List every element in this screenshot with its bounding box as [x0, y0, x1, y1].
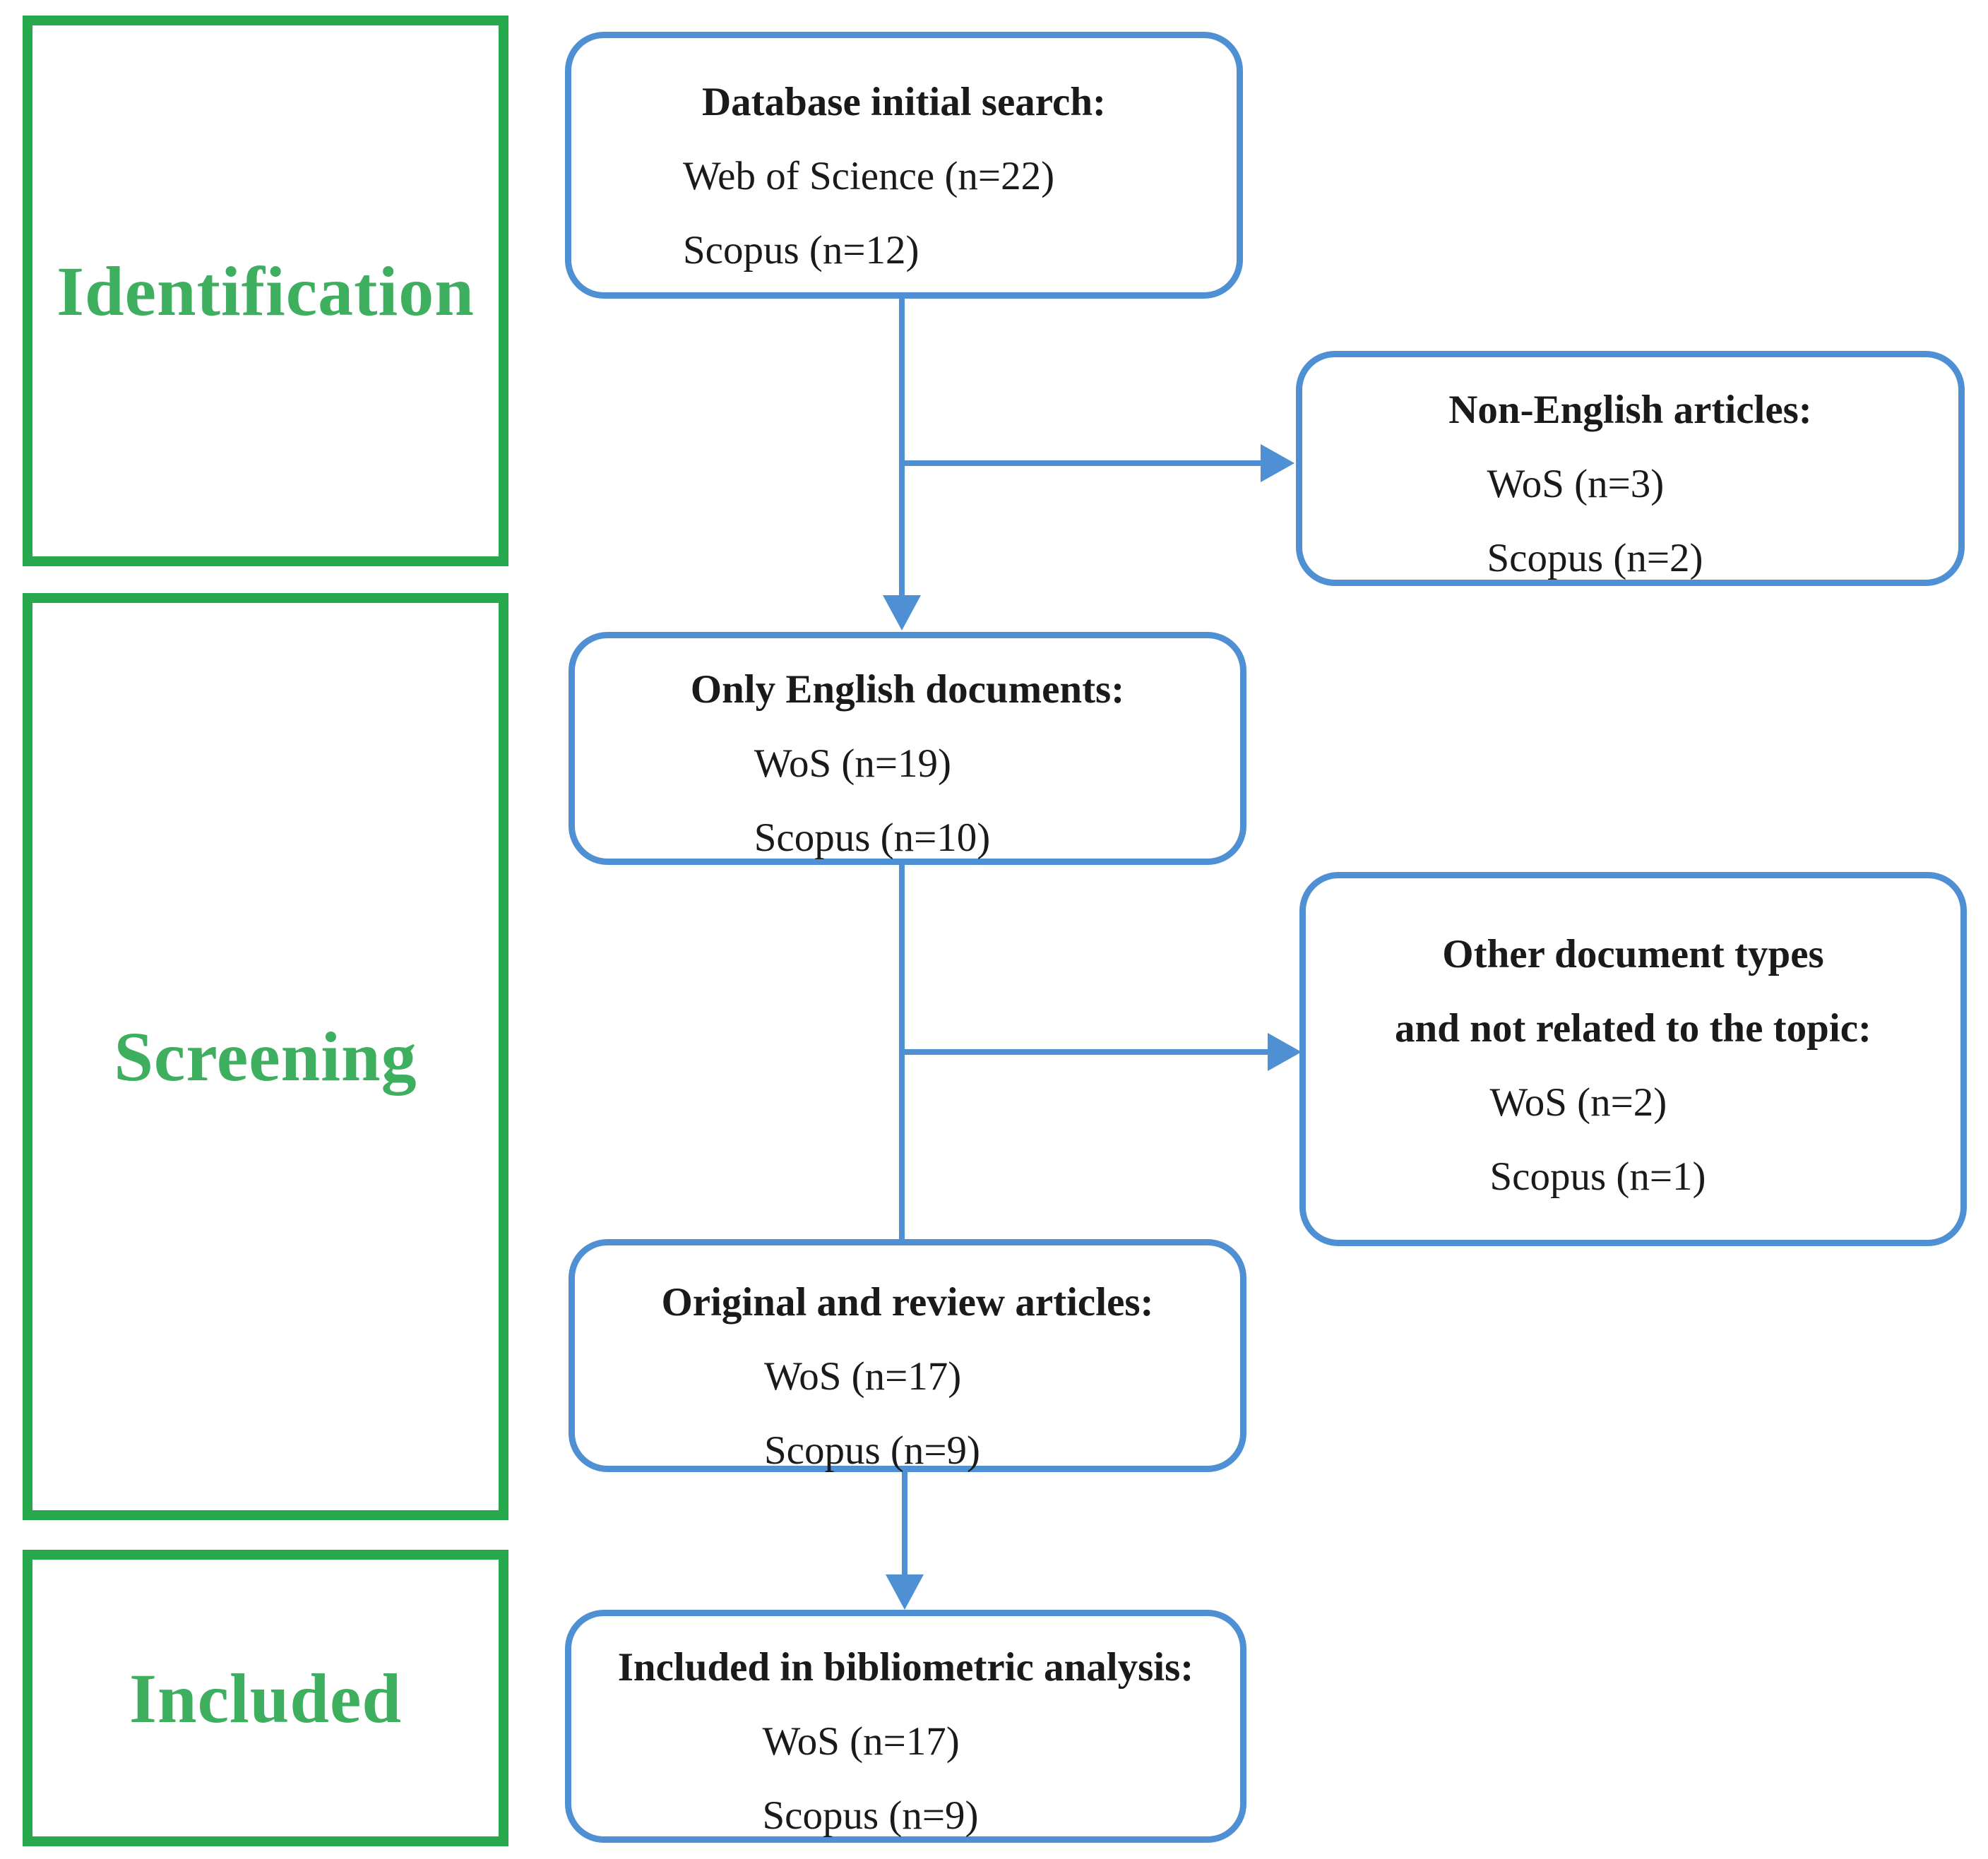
stage-label-screening: Screening [114, 1017, 417, 1096]
exclusion-box-non-english-articles: Non-English articles: WoS (n=3) Scopus (… [1296, 351, 1965, 586]
arrow-right-icon [1268, 1033, 1302, 1071]
flow-box-item: Scopus (n=12) [682, 228, 919, 273]
exclusion-box-other-document-types: Other document types and not related to … [1299, 872, 1967, 1246]
arrow-down-icon [883, 595, 921, 630]
stage-box-included: Included [23, 1550, 508, 1846]
exclusion-box-item: Scopus (n=1) [1489, 1154, 1706, 1199]
flow-box-item: WoS (n=19) [754, 741, 952, 786]
exclusion-box-item: WoS (n=3) [1487, 462, 1665, 506]
arrow-right-icon [1261, 444, 1294, 482]
connector-line-original-to-included [902, 1472, 907, 1574]
flow-box-heading: Database initial search: [701, 80, 1107, 124]
exclusion-box-heading: Non-English articles: [1448, 388, 1812, 432]
stage-box-screening: Screening [23, 593, 508, 1520]
flow-box-included-bibliometric-analysis: Included in bibliometric analysis: WoS (… [565, 1610, 1246, 1843]
exclusion-box-heading: Other document types and not related to … [1395, 932, 1871, 1051]
arrow-down-icon [886, 1574, 924, 1610]
flow-box-heading: Included in bibliometric analysis: [617, 1645, 1194, 1690]
flow-box-database-initial-search: Database initial search: Web of Science … [565, 32, 1243, 299]
flow-box-item: WoS (n=17) [762, 1719, 960, 1764]
flow-box-items: WoS (n=19) Scopus (n=10) [754, 727, 991, 875]
flow-box-item: Scopus (n=9) [763, 1428, 981, 1473]
flow-box-original-review-articles: Original and review articles: WoS (n=17)… [569, 1239, 1246, 1473]
flow-box-only-english-documents: Only English documents: WoS (n=19) Scopu… [569, 632, 1246, 865]
stage-box-identification: Identification [23, 16, 508, 566]
flow-box-items: WoS (n=17) Scopus (n=9) [762, 1704, 978, 1853]
connector-line-identification-to-screening [899, 299, 905, 595]
flow-box-item: Scopus (n=10) [754, 815, 991, 860]
flow-box-item: WoS (n=17) [763, 1354, 962, 1399]
stage-label-identification: Identification [56, 251, 475, 330]
flow-box-heading: Original and review articles: [661, 1280, 1154, 1325]
flow-box-heading: Only English documents: [690, 667, 1125, 712]
exclusion-box-items: WoS (n=3) Scopus (n=2) [1487, 447, 1703, 595]
stage-label-included: Included [129, 1658, 402, 1738]
exclusion-box-item: Scopus (n=2) [1487, 536, 1703, 580]
connector-line-to-non-english [902, 460, 1261, 466]
exclusion-box-items: WoS (n=2) Scopus (n=1) [1489, 1065, 1706, 1214]
flow-box-item: Web of Science (n=22) [682, 154, 1055, 198]
exclusion-box-item: WoS (n=2) [1489, 1080, 1667, 1125]
connector-line-to-other-types [902, 1049, 1268, 1055]
flow-box-items: Web of Science (n=22) Scopus (n=12) [683, 139, 1054, 287]
flow-box-item: Scopus (n=9) [762, 1793, 979, 1838]
flow-box-items: WoS (n=17) Scopus (n=9) [764, 1339, 980, 1488]
